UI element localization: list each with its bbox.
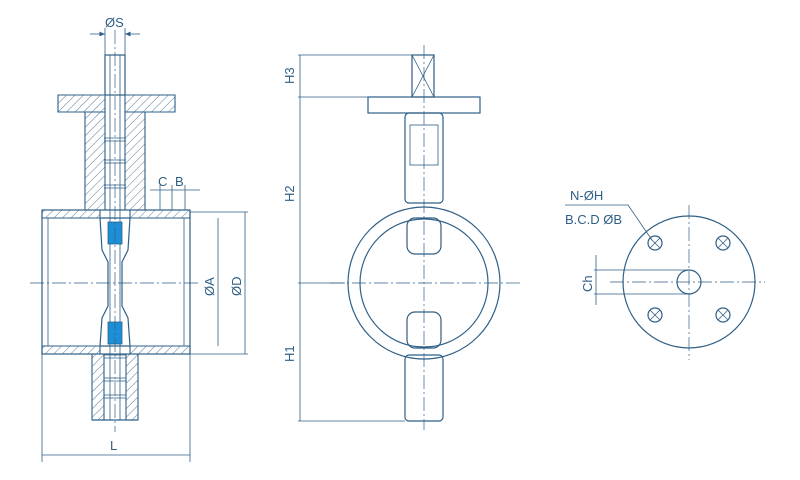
neck-left-wall	[84, 111, 106, 211]
dim-a-label: ØA	[202, 277, 217, 296]
neck-right-wall	[124, 111, 146, 211]
dim-b-label: B	[175, 174, 184, 189]
front-view	[330, 45, 520, 430]
section-view	[30, 30, 200, 432]
top-flange-right	[124, 94, 176, 113]
bcd-label: B.C.D ØB	[565, 212, 622, 227]
dim-shaft-label: ØS	[105, 15, 124, 30]
body-bottom-right	[129, 345, 191, 355]
bolt-holes	[647, 235, 731, 323]
dim-c-label: C	[158, 174, 167, 189]
top-flange-left	[57, 94, 106, 113]
body-top-left	[41, 209, 101, 219]
dim-length: L	[41, 354, 191, 462]
disc	[99, 217, 131, 347]
dim-h3-label: H3	[282, 67, 297, 84]
dim-h2-label: H2	[282, 185, 297, 202]
dim-heights: H3 H2 H1	[282, 54, 412, 422]
body-top-right	[129, 209, 191, 219]
dim-h1-label: H1	[282, 345, 297, 362]
body-outline	[41, 209, 191, 355]
dim-shaft: ØS	[90, 15, 140, 55]
body-bottom-left	[41, 345, 101, 355]
bolt-holes-label: N-ØH	[570, 188, 603, 203]
dim-cb: C B	[150, 174, 200, 210]
dim-d-label: ØD	[229, 277, 244, 297]
dim-diameters: ØA ØD	[190, 211, 248, 355]
neck-bottom-left	[91, 353, 105, 421]
flange-view: Ch N-ØH B.C.D ØB	[565, 188, 765, 360]
dim-ch-label: Ch	[580, 275, 595, 292]
neck-bottom-right	[125, 353, 139, 421]
dim-l-label: L	[110, 438, 117, 453]
